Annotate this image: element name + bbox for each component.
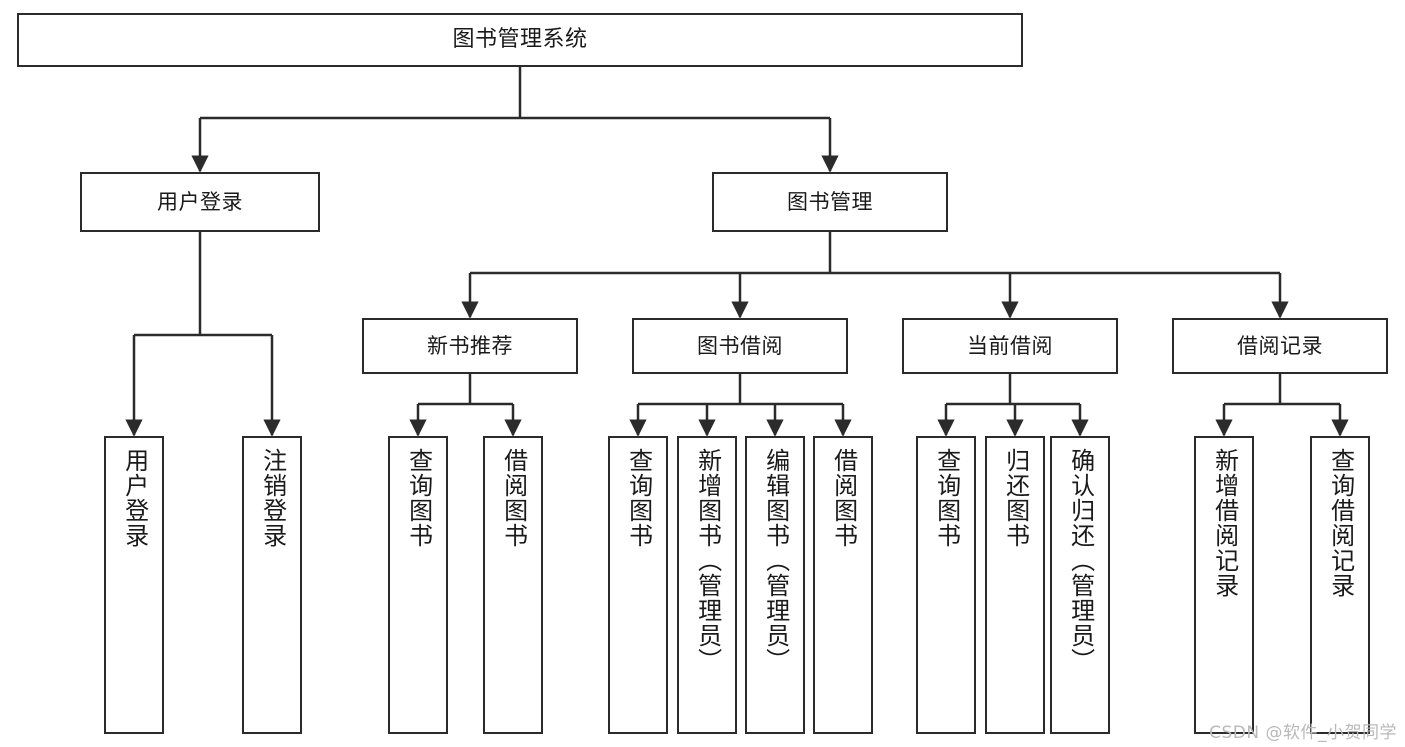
node-leaf_2: 查询图书 — [388, 436, 448, 734]
node-leaf_9: 归还图书 — [985, 436, 1045, 734]
node-label: 编辑图书（管理员） — [761, 448, 790, 673]
node-label: 图书管理 — [787, 189, 873, 214]
node-label: 确认归还（管理员） — [1066, 448, 1095, 673]
node-label: 图书管理系统 — [452, 27, 588, 53]
node-label: 用户登录 — [157, 189, 243, 214]
node-leaf_7: 借阅图书 — [813, 436, 873, 734]
node-label: 查询图书 — [404, 448, 433, 548]
node-label: 新增借阅记录 — [1210, 448, 1239, 598]
node-label: 图书借阅 — [697, 333, 783, 358]
node-label: 新增图书（管理员） — [693, 448, 722, 673]
node-leaf_4: 查询图书 — [608, 436, 668, 734]
node-leaf_3: 借阅图书 — [483, 436, 543, 734]
node-label: 借阅图书 — [829, 448, 858, 548]
node-leaf_11: 新增借阅记录 — [1194, 436, 1254, 734]
node-root: 图书管理系统 — [17, 13, 1023, 67]
node-label: 查询借阅记录 — [1326, 448, 1355, 598]
node-label: 借阅记录 — [1237, 333, 1323, 358]
node-l1_0: 用户登录 — [80, 172, 320, 232]
node-l2_1: 图书借阅 — [632, 318, 848, 374]
node-l1_1: 图书管理 — [712, 172, 948, 232]
node-leaf_10: 确认归还（管理员） — [1050, 436, 1110, 734]
node-l2_2: 当前借阅 — [902, 318, 1118, 374]
node-label: 查询图书 — [932, 448, 961, 548]
node-label: 注销登录 — [258, 448, 287, 548]
node-leaf_6: 编辑图书（管理员） — [745, 436, 805, 734]
node-leaf_0: 用户登录 — [104, 436, 164, 734]
node-l2_0: 新书推荐 — [362, 318, 578, 374]
node-label: 用户登录 — [120, 448, 149, 548]
node-label: 查询图书 — [624, 448, 653, 548]
node-leaf_1: 注销登录 — [242, 436, 302, 734]
node-leaf_8: 查询图书 — [916, 436, 976, 734]
node-label: 新书推荐 — [427, 333, 513, 358]
node-label: 归还图书 — [1001, 448, 1030, 548]
node-l2_3: 借阅记录 — [1172, 318, 1388, 374]
node-leaf_5: 新增图书（管理员） — [677, 436, 737, 734]
node-leaf_12: 查询借阅记录 — [1310, 436, 1370, 734]
node-label: 当前借阅 — [967, 333, 1053, 358]
node-label: 借阅图书 — [499, 448, 528, 548]
csdn-watermark: CSDN @软件_小贺同学 — [1209, 723, 1397, 743]
